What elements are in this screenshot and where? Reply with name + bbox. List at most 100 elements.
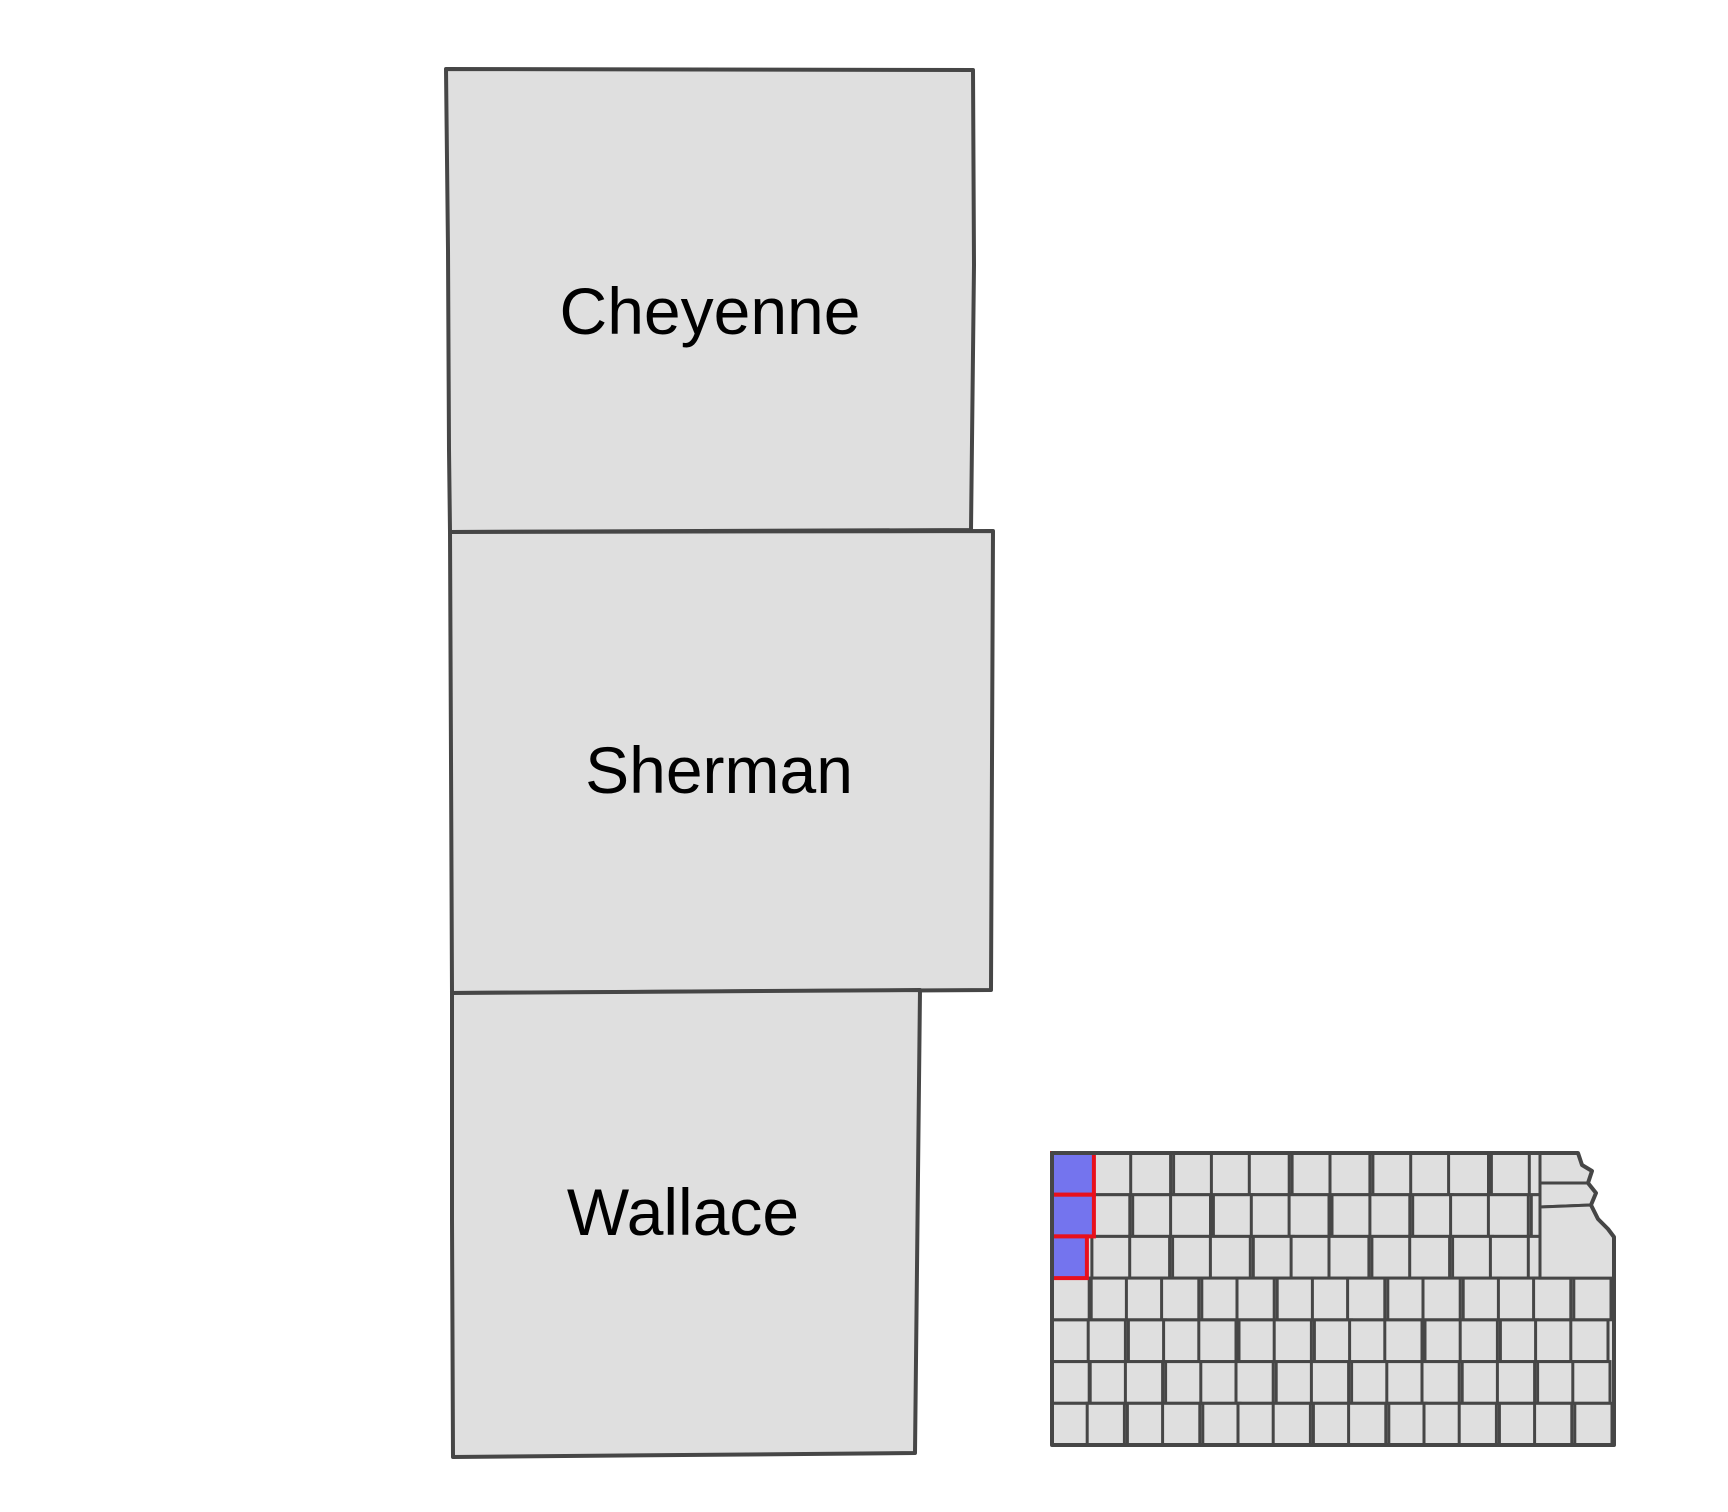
county-wallace-label: Wallace [567, 1175, 799, 1249]
county-cheyenne[interactable]: Cheyenne [444, 67, 976, 534]
kansas-inset-county-cell [1451, 1234, 1494, 1280]
kansas-inset-county-cell [1164, 1360, 1205, 1405]
kansas-inset-county-cell [1572, 1276, 1613, 1322]
kansas-inset-county-cell [1386, 1276, 1427, 1322]
kansas-inset-county-cell [1496, 1276, 1538, 1322]
kansas-inset-county-cell [1200, 1276, 1241, 1322]
kansas-inset-county-cell [1274, 1360, 1315, 1405]
kansas-inset-county-cell [1235, 1276, 1276, 1322]
kansas-inset-county-cell [1311, 1401, 1353, 1447]
kansas-inset-county-cell [1387, 1401, 1428, 1447]
kansas-inset-county-cell [1538, 1203, 1616, 1280]
kansas-inset-county-cell [1328, 1151, 1372, 1197]
kansas-inset-county-cell [1085, 1401, 1126, 1447]
kansas-inset-county-cell [1460, 1360, 1501, 1405]
county-sherman[interactable]: Sherman [448, 529, 995, 995]
kansas-inset-county-cell [1199, 1360, 1240, 1405]
county-detail-group: Cheyenne Sherman Wallace [444, 67, 995, 1459]
kansas-inset-county-cell [1420, 1360, 1461, 1405]
kansas-inset-county-cell [1348, 1318, 1389, 1364]
kansas-inset-county-cell [1488, 1234, 1532, 1280]
kansas-inset-county-cell [1327, 1234, 1371, 1280]
kansas-inset-county-cell [1498, 1318, 1540, 1364]
kansas-inset-county-cell [1532, 1276, 1573, 1322]
kansas-inset-county-cell [1346, 1276, 1387, 1322]
kansas-inset-county-cell [1310, 1276, 1352, 1322]
kansas-inset-county-cell [1408, 1234, 1452, 1280]
kansas-inset-county-cell [1409, 1151, 1453, 1197]
kansas-inset-county-cell [1347, 1401, 1388, 1447]
kansas-inset-county-cell [1091, 1151, 1135, 1197]
kansas-inset-county-cell [1272, 1318, 1313, 1364]
kansas-inset-county-cell [1289, 1234, 1333, 1280]
kansas-inset-highlighted-county [1050, 1234, 1089, 1281]
kansas-inset-county-cell [1383, 1318, 1424, 1364]
kansas-inset-county-cell [1124, 1276, 1166, 1322]
kansas-inset-county-cell [1486, 1193, 1530, 1238]
kansas-inset-county-cell [1234, 1360, 1275, 1405]
kansas-inset-county-cell [1125, 1401, 1167, 1447]
kansas-inset-county-cell [1050, 1318, 1091, 1364]
kansas-inset-county-cell [1123, 1360, 1165, 1405]
kansas-inset-county-cell [1309, 1360, 1351, 1405]
kansas-inset-county-cell [1249, 1193, 1293, 1238]
county-cheyenne-label: Cheyenne [560, 274, 861, 348]
kansas-inset-county-cell [1423, 1318, 1464, 1364]
kansas-inset-county-cell [1050, 1276, 1091, 1322]
kansas-inset-county-cell [1287, 1193, 1331, 1238]
kansas-inset-county-cell [1385, 1360, 1426, 1405]
kansas-inset-county-cell [1208, 1234, 1252, 1280]
kansas-inset-county-cell [1449, 1193, 1492, 1238]
kansas-inset-county-cell [1251, 1234, 1295, 1280]
kansas-inset-county-cell [1126, 1318, 1168, 1364]
kansas-inset-county-cell [1090, 1234, 1134, 1280]
kansas-inset-county-cell [1131, 1193, 1175, 1238]
kansas-inset-county-cell [1422, 1401, 1463, 1447]
kansas-inset-county-cell [1161, 1401, 1202, 1447]
kansas-inset-county-cell [1128, 1234, 1172, 1280]
kansas-inset-county-cell [1536, 1360, 1577, 1405]
county-wallace-shape [450, 988, 922, 1459]
kansas-inset-county-cell [1350, 1360, 1391, 1405]
kansas-inset-county-cell [1129, 1151, 1173, 1197]
kansas-inset-county-cell [1461, 1276, 1502, 1322]
kansas-inset-county-cell [1497, 1401, 1539, 1447]
kansas-inset-county-cell [1162, 1318, 1203, 1364]
kansas-inset-county-cell [1088, 1360, 1129, 1405]
kansas-inset-county-cell [1211, 1193, 1255, 1238]
kansas-inset-county-cell [1169, 1193, 1212, 1238]
kansas-inset-county-cell [1271, 1401, 1312, 1447]
kansas-inset-county-cell [1495, 1360, 1537, 1405]
kansas-inset-highlighted-county [1050, 1151, 1096, 1197]
kansas-inset-county-cell [1160, 1276, 1201, 1322]
kansas-inset-county-cell [1086, 1318, 1127, 1364]
kansas-inset-county-cell [1573, 1401, 1614, 1447]
kansas-inset-county-cell [1050, 1360, 1091, 1405]
kansas-inset-county-cell [1089, 1276, 1130, 1322]
kansas-inset-map [1050, 1151, 1616, 1447]
kansas-inset-highlighted-county [1050, 1192, 1096, 1239]
kansas-inset-county-cell [1533, 1401, 1574, 1447]
kansas-inset-county-cell [1489, 1151, 1533, 1197]
kansas-inset-county-cell [1371, 1151, 1415, 1197]
kansas-inset-county-cell [1312, 1318, 1354, 1364]
county-wallace[interactable]: Wallace [450, 988, 922, 1459]
kansas-inset-outline [1050, 1151, 1616, 1447]
county-sherman-label: Sherman [585, 733, 853, 807]
kansas-inset-county-cell [1275, 1276, 1316, 1322]
kansas-inset-county-cell [1197, 1318, 1238, 1364]
kansas-inset-county-cell [1201, 1401, 1242, 1447]
kansas-inset-county-cell [1571, 1360, 1612, 1405]
kansas-inset-county-cell [1247, 1151, 1291, 1197]
kansas-inset-county-cell [1237, 1318, 1278, 1364]
kansas-inset-county-cell [1421, 1276, 1462, 1322]
kansas-inset-county-cell [1457, 1401, 1498, 1447]
kansas-inset-county-cell [1370, 1234, 1414, 1280]
kansas-inset-county-cell [1172, 1151, 1215, 1197]
kansas-inset-county-cell [1411, 1193, 1455, 1238]
kansas-inset-county-cell [1236, 1401, 1277, 1447]
kansas-inset-county-cell [1330, 1193, 1374, 1238]
kansas-inset-county-cell [1458, 1318, 1499, 1364]
kansas-inset-county-cell [1569, 1318, 1610, 1364]
